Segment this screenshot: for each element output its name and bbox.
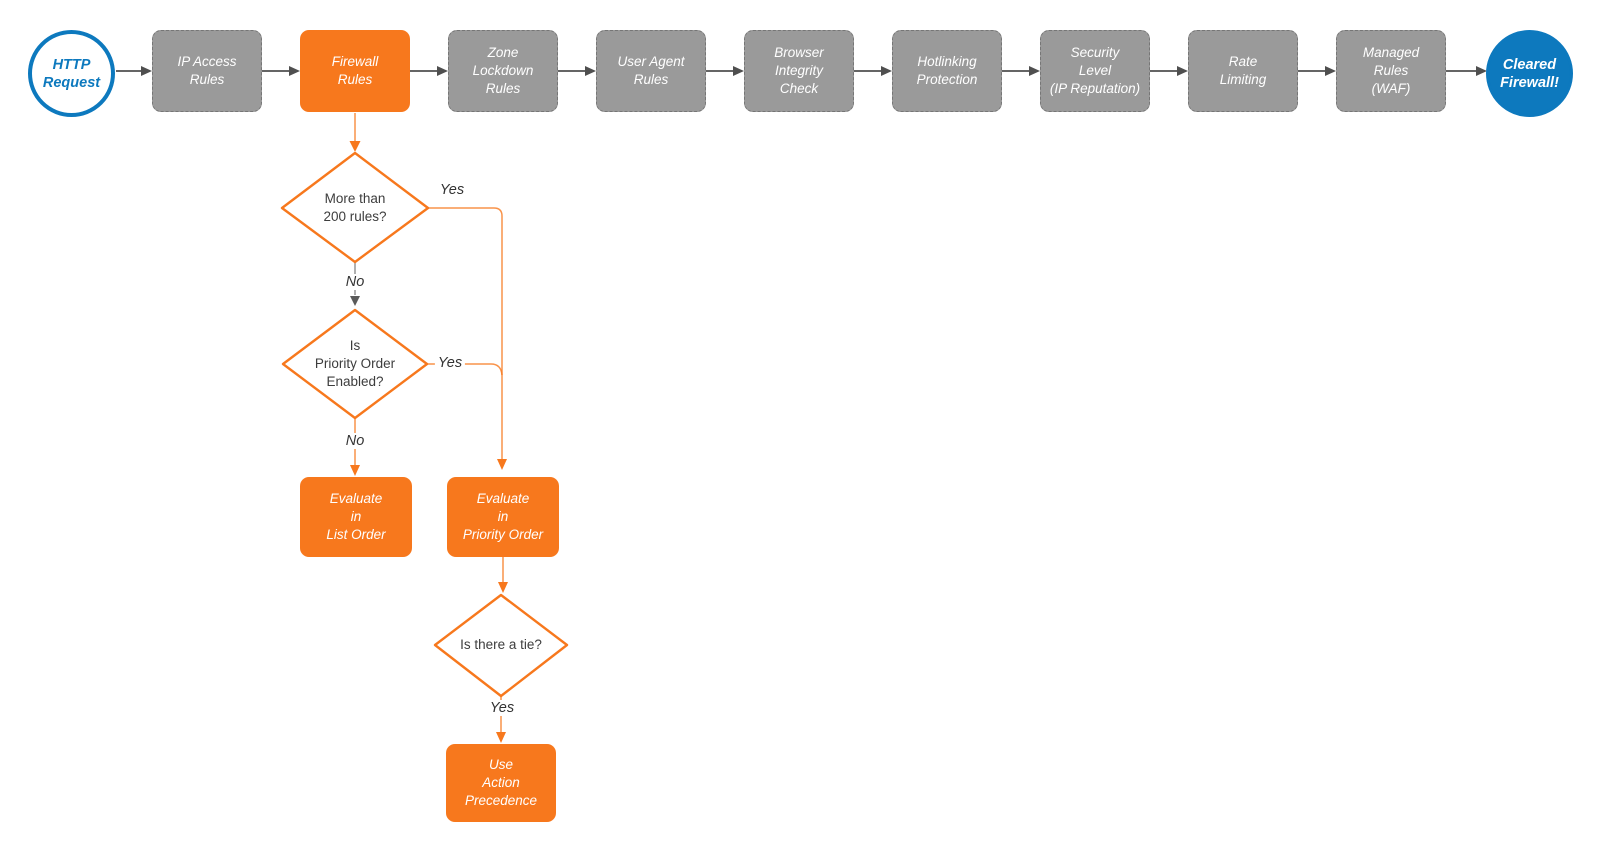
- stage-firewall-rules: Firewall Rules: [300, 30, 410, 112]
- stage-browser-integrity-check: Browser Integrity Check: [744, 30, 854, 112]
- start-node-label: HTTP Request: [42, 56, 101, 91]
- stage-label: Browser Integrity Check: [774, 45, 824, 96]
- decision-rules-count-shape: [280, 151, 430, 264]
- stage-label: Zone Lockdown Rules: [472, 45, 534, 96]
- stage-label: Firewall Rules: [331, 54, 379, 87]
- action-evaluate-list-order: Evaluate in List Order: [300, 477, 412, 557]
- stage-label: Security Level (IP Reputation): [1049, 45, 1141, 96]
- stage-zone-lockdown-rules: Zone Lockdown Rules: [448, 30, 558, 112]
- stage-rate-limiting: Rate Limiting: [1188, 30, 1298, 112]
- end-node-label: Cleared Firewall!: [1500, 56, 1559, 91]
- top-row-arrows: [116, 66, 1487, 76]
- action-label: Evaluate in List Order: [326, 491, 386, 542]
- stage-ip-access-rules: IP Access Rules: [152, 30, 262, 112]
- stage-security-level: Security Level (IP Reputation): [1040, 30, 1150, 112]
- stage-label: Hotlinking Protection: [916, 54, 978, 87]
- decision-label: More than 200 rules?: [323, 191, 387, 224]
- edge-label-priority-enabled-yes: Yes: [434, 355, 466, 371]
- start-node-http-request: HTTP Request: [28, 30, 115, 117]
- edge-label-rules-count-yes: Yes: [436, 182, 468, 198]
- decision-label: Is there a tie?: [460, 637, 542, 652]
- decision-tie-shape: [433, 593, 569, 698]
- stage-label: Managed Rules (WAF): [1362, 45, 1420, 96]
- edge-label-rules-count-no: No: [342, 274, 368, 290]
- decision-priority-enabled-shape: [281, 308, 429, 420]
- stage-user-agent-rules: User Agent Rules: [596, 30, 706, 112]
- edge-label-tie-yes: Yes: [486, 700, 518, 716]
- stage-managed-rules-waf: Managed Rules (WAF): [1336, 30, 1446, 112]
- decision-priority-enabled: Is Priority Order Enabled?: [283, 316, 427, 412]
- end-node-cleared-firewall: Cleared Firewall!: [1486, 30, 1573, 117]
- decision-rules-count: More than 200 rules?: [283, 160, 427, 256]
- action-label: Evaluate in Priority Order: [462, 491, 544, 542]
- decision-tie: Is there a tie?: [435, 599, 567, 691]
- stage-label: IP Access Rules: [177, 54, 237, 87]
- stage-hotlinking-protection: Hotlinking Protection: [892, 30, 1002, 112]
- decision-label: Is Priority Order Enabled?: [314, 338, 396, 389]
- stage-label: Rate Limiting: [1219, 54, 1267, 87]
- action-use-action-precedence: Use Action Precedence: [446, 744, 556, 822]
- action-evaluate-priority-order: Evaluate in Priority Order: [447, 477, 559, 557]
- edge-label-priority-enabled-no: No: [342, 433, 368, 449]
- action-label: Use Action Precedence: [464, 757, 538, 808]
- stage-label: User Agent Rules: [617, 54, 685, 87]
- decision-shapes: [280, 151, 569, 698]
